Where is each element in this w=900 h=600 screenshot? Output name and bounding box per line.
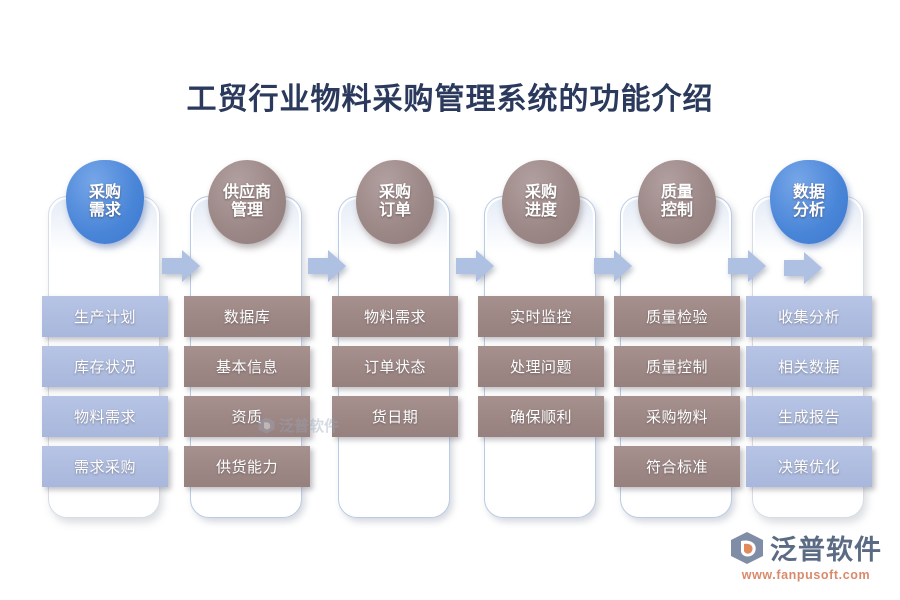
column-head-3[interactable]: 采购 订单 (356, 160, 434, 244)
item-box[interactable]: 资质 (184, 396, 310, 437)
item-box[interactable]: 实时监控 (478, 296, 604, 337)
process-column-4[interactable]: 采购 进度 实时监控 处理问题 确保顺利 (478, 160, 604, 520)
process-column-1[interactable]: 采购 需求 生产计划 库存状况 物料需求 需求采购 (42, 160, 168, 520)
arrow-right-icon (456, 248, 494, 284)
column-items-5: 质量检验 质量控制 采购物料 符合标准 (614, 296, 740, 487)
item-box[interactable]: 物料需求 (42, 396, 168, 437)
process-column-2[interactable]: 供应商 管理 数据库 基本信息 资质 供货能力 (184, 160, 310, 520)
column-head-line1: 数据 (792, 184, 825, 202)
item-box[interactable]: 货日期 (332, 396, 458, 437)
logo-url: www.fanpusoft.com (741, 568, 871, 582)
column-head-4[interactable]: 采购 进度 (502, 160, 580, 244)
column-head-line2: 控制 (660, 202, 693, 219)
column-items-3: 物料需求 订单状态 货日期 (332, 296, 458, 437)
item-box[interactable]: 决策优化 (746, 446, 872, 487)
column-head-line2: 订单 (378, 202, 411, 219)
logo-row: 泛普软件 (730, 528, 882, 567)
process-column-6[interactable]: 数据 分析 收集分析 相关数据 生成报告 决策优化 (746, 160, 872, 520)
item-box[interactable]: 基本信息 (184, 346, 310, 387)
item-box[interactable]: 质量检验 (614, 296, 740, 337)
item-box[interactable]: 质量控制 (614, 346, 740, 387)
item-box[interactable]: 收集分析 (746, 296, 872, 337)
arrow-right-icon (784, 250, 822, 286)
process-column-5[interactable]: 质量 控制 质量检验 质量控制 采购物料 符合标准 (614, 160, 740, 520)
brand-logo: 泛普软件 www.fanpusoft.com (730, 528, 882, 582)
column-head-line1: 采购 (88, 184, 121, 202)
arrow-right-icon (728, 248, 766, 284)
item-box[interactable]: 确保顺利 (478, 396, 604, 437)
item-box[interactable]: 符合标准 (614, 446, 740, 487)
item-box[interactable]: 采购物料 (614, 396, 740, 437)
column-head-line2: 进度 (524, 202, 557, 219)
arrow-right-icon (594, 248, 632, 284)
column-head-line1: 质量 (660, 184, 693, 202)
column-head-line1: 采购 (524, 184, 557, 202)
item-box[interactable]: 生产计划 (42, 296, 168, 337)
column-head-line2: 需求 (88, 202, 121, 219)
item-box[interactable]: 处理问题 (478, 346, 604, 387)
item-box[interactable]: 生成报告 (746, 396, 872, 437)
column-head-line1: 供应商 (222, 184, 271, 202)
column-items-1: 生产计划 库存状况 物料需求 需求采购 (42, 296, 168, 487)
item-box[interactable]: 物料需求 (332, 296, 458, 337)
column-head-line2: 管理 (230, 202, 263, 219)
item-box[interactable]: 供货能力 (184, 446, 310, 487)
column-items-6: 收集分析 相关数据 生成报告 决策优化 (746, 296, 872, 487)
arrow-right-icon (162, 248, 200, 284)
arrow-right-icon (308, 248, 346, 284)
column-head-line1: 采购 (378, 184, 411, 202)
column-head-2[interactable]: 供应商 管理 (208, 160, 286, 244)
logo-text: 泛普软件 (770, 535, 882, 565)
item-box[interactable]: 相关数据 (746, 346, 872, 387)
item-box[interactable]: 订单状态 (332, 346, 458, 387)
column-head-line2: 分析 (792, 202, 825, 219)
process-column-3[interactable]: 采购 订单 物料需求 订单状态 货日期 (332, 160, 458, 520)
item-box[interactable]: 库存状况 (42, 346, 168, 387)
column-head-5[interactable]: 质量 控制 (638, 160, 716, 244)
page-title: 工贸行业物料采购管理系统的功能介绍 (186, 83, 714, 116)
item-box[interactable]: 数据库 (184, 296, 310, 337)
item-box[interactable]: 需求采购 (42, 446, 168, 487)
column-items-4: 实时监控 处理问题 确保顺利 (478, 296, 604, 437)
fanpu-logo-icon (731, 531, 763, 564)
column-items-2: 数据库 基本信息 资质 供货能力 (184, 296, 310, 487)
